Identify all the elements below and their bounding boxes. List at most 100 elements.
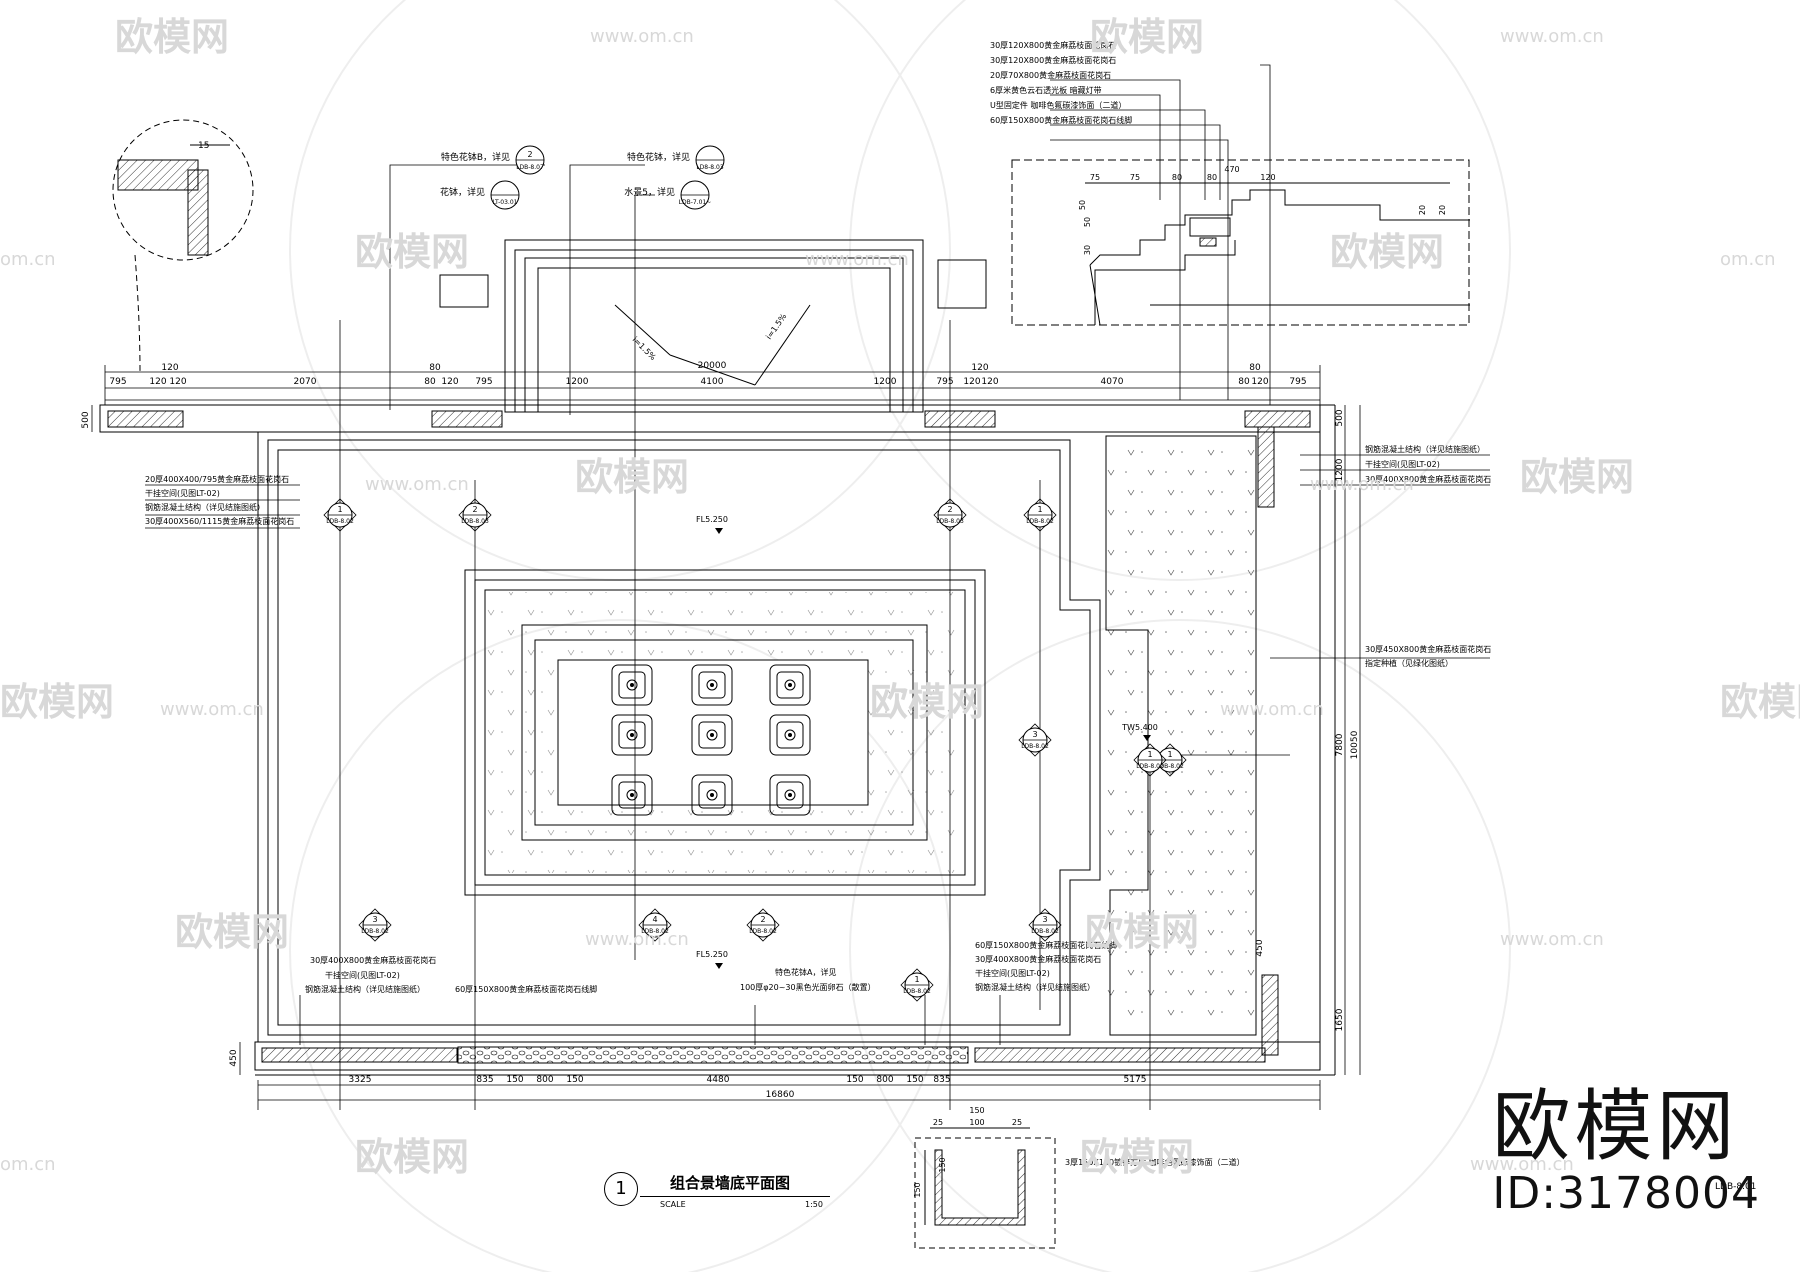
- dim-label: 1200: [874, 377, 897, 387]
- fountain-nozzle: [769, 664, 811, 706]
- box-dimension: 25: [1012, 1118, 1022, 1127]
- section-marker: [458, 498, 492, 532]
- pool-basin: [557, 659, 869, 806]
- watermark-url: om.cn: [0, 249, 56, 270]
- watermark-text: 欧模网: [1720, 680, 1800, 724]
- material-label: 指定种植（见绿化图纸）: [1365, 658, 1453, 668]
- side-dimensions: [91, 405, 1361, 1075]
- dim-label: 795: [936, 377, 953, 387]
- brand-id: ID:3178004: [1492, 1168, 1760, 1219]
- section-marker-number: 3: [372, 915, 377, 924]
- fountain-nozzle: [691, 774, 733, 816]
- section-marker-ref: LDB-8.02: [326, 518, 354, 525]
- side-dimension: 7800: [1335, 733, 1345, 756]
- dim-label: 1200: [566, 377, 589, 387]
- dim-label: 835: [933, 1075, 950, 1085]
- dim-label: 150: [506, 1075, 523, 1085]
- dim-label: 150: [566, 1075, 583, 1085]
- bottom-dimensions: [257, 1080, 1321, 1110]
- side-dimension: 10050: [1350, 730, 1360, 759]
- dim-label: 120: [169, 377, 186, 387]
- callout-label: 特色花钵B，详见: [441, 151, 510, 163]
- watermark-url: om.cn: [1720, 249, 1776, 270]
- watermark-text: 欧模网: [355, 230, 469, 274]
- section-marker-ref: LDB-8.03: [461, 518, 489, 525]
- side-dimension: 500: [81, 411, 91, 428]
- material-label: 钢筋混凝土结构（详见结施图纸）: [975, 982, 1095, 992]
- section-marker-ref: LDB-8.02: [1136, 763, 1164, 770]
- watermark-text: 欧模网: [0, 680, 114, 724]
- detail-dimension: 80: [1172, 173, 1182, 182]
- callout-label: 特色花钵A，详见: [775, 967, 836, 977]
- dim-label: 150: [906, 1075, 923, 1085]
- box-dimension: 100: [969, 1118, 984, 1127]
- top-dimensions: [104, 365, 1321, 405]
- planting-outline: [1105, 435, 1257, 1036]
- watermark-url: www.om.cn: [805, 249, 909, 270]
- detail-dimension: 50: [1083, 217, 1092, 227]
- section-marker-number: 1: [1037, 505, 1042, 514]
- material-label: 100厚φ20~30黑色光面卵石（散置）: [740, 982, 876, 992]
- detail-dimension: 20: [1438, 205, 1447, 215]
- dim-label: 80: [1249, 363, 1261, 373]
- section-marker: [1018, 723, 1052, 757]
- section-marker-number: 4: [652, 915, 657, 924]
- box-dimension: 150: [969, 1106, 984, 1115]
- fountain-nozzle: [611, 714, 653, 756]
- section-marker: [1133, 743, 1167, 777]
- side-dimension: 450: [1255, 939, 1265, 956]
- detail-material-label: 20厚70X800黄金麻荔枝面花岗石: [990, 70, 1111, 80]
- section-markers: 1LDB-8.022LDB-8.032LDB-8.031LDB-8.021LDB…: [323, 498, 1187, 1002]
- section-marker: [900, 968, 934, 1002]
- watermark-text: 欧模网: [355, 1135, 469, 1179]
- section-marker-ref: LDB-8.02: [641, 928, 669, 935]
- watermark-layer: 欧模网欧模网欧模网欧模网欧模网欧模网欧模网欧模网欧模网欧模网欧模网欧模网欧模网w…: [0, 15, 1800, 1179]
- section-detail-box: [1011, 159, 1470, 326]
- dim-label: 120: [149, 377, 166, 387]
- title-rule: [640, 1196, 830, 1197]
- material-label: 30厚400X800黄金麻荔枝面花岗石: [310, 955, 436, 965]
- side-dimension: 500: [1335, 409, 1345, 426]
- material-label: 3厚150X150镀锌方盾 咖啡色氟碳漆饰面（二道）: [1065, 1157, 1245, 1167]
- brand-name: 欧模网: [1492, 1082, 1739, 1172]
- dim-label: 4480: [707, 1075, 730, 1085]
- detail-dimension: 50: [1078, 200, 1087, 210]
- dim-label: 3325: [349, 1075, 372, 1085]
- detail-material-label: U型固定件 咖啡色氟碳漆饰面（二道）: [990, 100, 1126, 110]
- title-number: 1: [604, 1172, 638, 1206]
- section-marker-number: 3: [1032, 730, 1037, 739]
- watermark-text: 欧模网: [1330, 230, 1444, 274]
- dim-label: 2070: [294, 377, 317, 387]
- dim-label: 800: [536, 1075, 553, 1085]
- dim-label: 795: [475, 377, 492, 387]
- section-marker-number: 1: [1167, 750, 1172, 759]
- dim-label: 120: [971, 363, 988, 373]
- scale-label: SCALE: [660, 1200, 686, 1209]
- dim-label: 800: [876, 1075, 893, 1085]
- detail-dimension: 470: [1224, 165, 1239, 174]
- upper-water-feature: [439, 239, 987, 413]
- section-marker-ref: LDB-8.02: [749, 928, 777, 935]
- drawing-title: 组合景墙底平面图: [670, 1174, 791, 1192]
- material-label: 钢筋混凝土结构（详见结施图纸）: [305, 984, 425, 994]
- watermark-url: www.om.cn: [585, 929, 689, 950]
- dim-label: 4100: [701, 377, 724, 387]
- section-marker-ref: LDB-8.02: [1031, 928, 1059, 935]
- dim-label: 5175: [1124, 1075, 1147, 1085]
- callout-ref: LDB-7.01~: [679, 199, 712, 206]
- watermark-url: www.om.cn: [365, 474, 469, 495]
- section-marker: [1023, 498, 1057, 532]
- watermark-text: 欧模网: [175, 910, 289, 954]
- material-label: 钢筋混凝土结构（详见结施图纸）: [1365, 444, 1485, 454]
- watermark-url: www.om.cn: [1500, 929, 1604, 950]
- side-dimension: 450: [229, 1049, 239, 1066]
- detail-dimension: 75: [1090, 173, 1100, 182]
- dim-label: 80: [1238, 377, 1250, 387]
- callout-bubble: [680, 180, 710, 210]
- section-marker-ref: LDB-8.02: [1026, 518, 1054, 525]
